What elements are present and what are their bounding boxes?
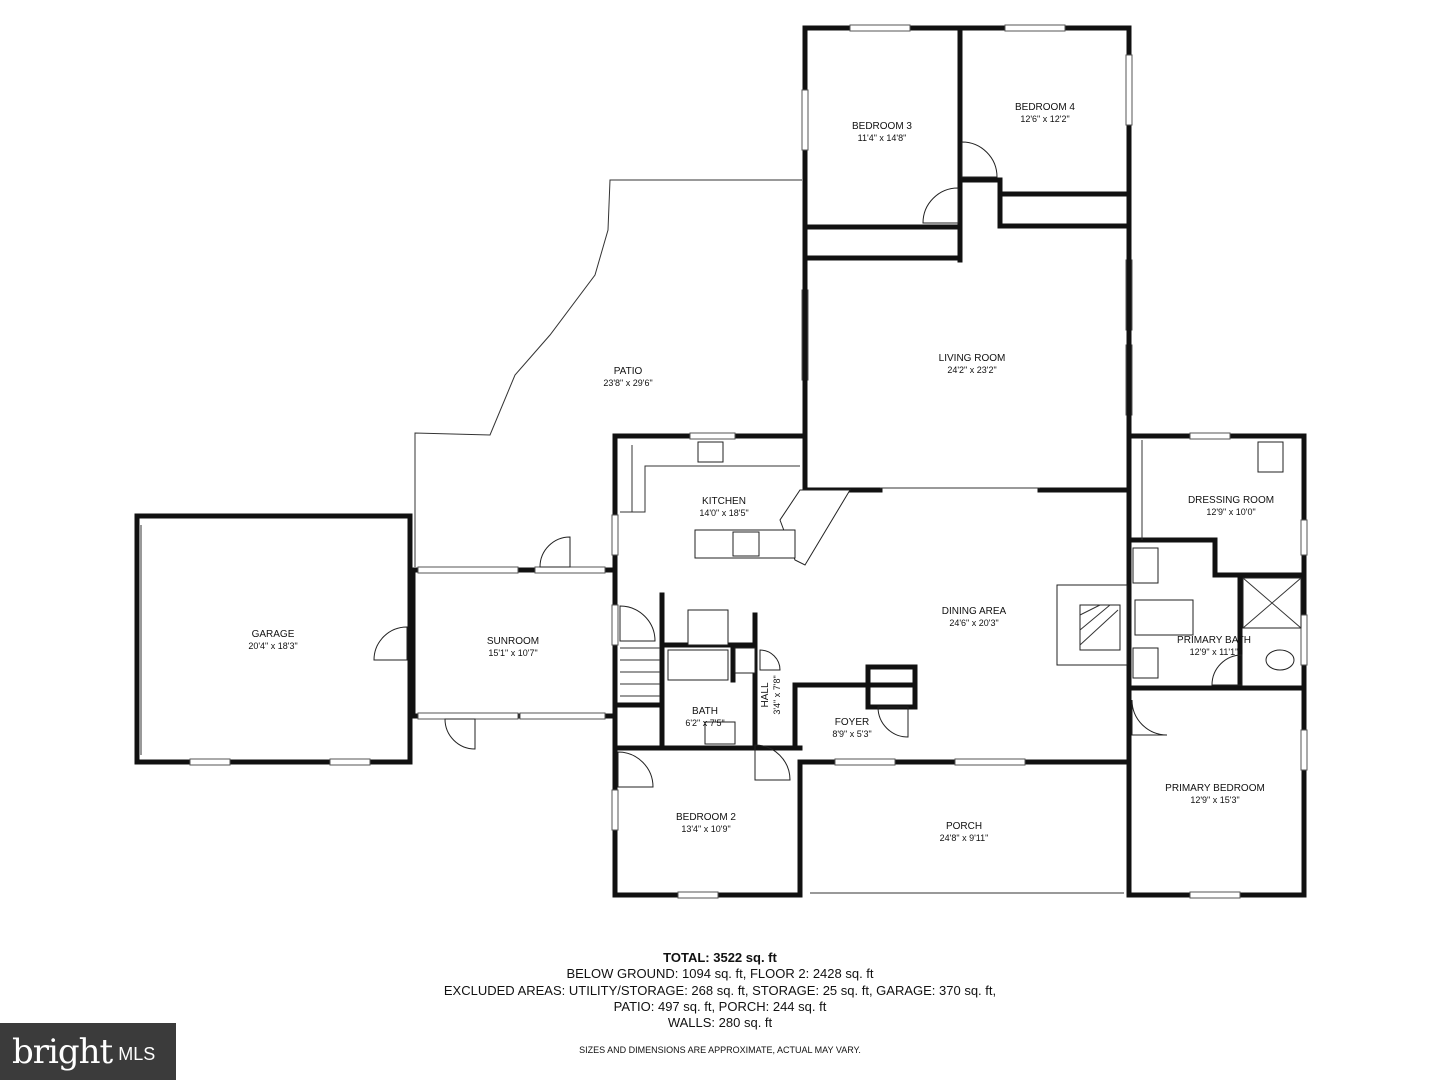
garage-dim: 20'4" x 18'3" xyxy=(248,641,297,651)
foyer-name: FOYER xyxy=(835,717,869,728)
patio-name: PATIO xyxy=(614,366,643,377)
stair-area xyxy=(612,592,665,751)
main-block-windows xyxy=(611,432,1308,899)
living-dim: 24'2" x 23'2" xyxy=(947,365,996,375)
bath-name: BATH xyxy=(692,706,718,717)
dressing-dim: 12'9" x 10'0" xyxy=(1206,507,1255,517)
foyer-dim: 8'9" x 5'3" xyxy=(832,729,871,739)
bedroom-wing-doors xyxy=(922,141,998,224)
area-line-4: WALLS: 280 sq. ft xyxy=(667,1015,773,1030)
primary-bedroom-name: PRIMARY BEDROOM xyxy=(1165,783,1265,794)
bedroom2-name: BEDROOM 2 xyxy=(676,812,736,823)
dining-name: DINING AREA xyxy=(942,606,1007,617)
bedroom3-dim: 11'4" x 14'8" xyxy=(858,133,907,143)
area-line-1: BELOW GROUND: 1094 sq. ft, FLOOR 2: 2428… xyxy=(566,966,874,981)
sunroom-dim: 15'1" x 10'7" xyxy=(488,648,537,658)
patio-outline xyxy=(414,179,802,567)
bedroom4-name: BEDROOM 4 xyxy=(1015,102,1075,113)
porch-name: PORCH xyxy=(946,821,982,832)
area-line-2: EXCLUDED AREAS: UTILITY/STORAGE: 268 sq.… xyxy=(443,983,997,998)
bedroom4-dim: 12'6" x 12'2" xyxy=(1020,114,1069,124)
logo-mls: MLS xyxy=(118,1044,156,1064)
primary-suite-walls xyxy=(1126,440,1307,736)
garage-name: GARAGE xyxy=(252,629,295,640)
hall-dim: 3'4" x 7'8" xyxy=(772,675,782,714)
foyer-walls xyxy=(792,664,918,751)
disclaimer-note: SIZES AND DIMENSIONS ARE APPROXIMATE, AC… xyxy=(579,1045,861,1055)
sunroom-name: SUNROOM xyxy=(487,636,539,647)
bath-hall-walls xyxy=(659,609,791,781)
total-area: TOTAL: 3522 sq. ft xyxy=(663,950,777,965)
porch-dim: 24'8" x 9'11" xyxy=(940,833,989,843)
primary-bath-dim: 12'9" x 11'1" xyxy=(1190,647,1239,657)
hall-name: HALL xyxy=(760,682,771,707)
dining-dim: 24'6" x 20'3" xyxy=(949,618,998,628)
primary-bedroom-dim: 12'9" x 15'3" xyxy=(1190,795,1239,805)
patio-dim: 23'8" x 29'6" xyxy=(603,378,652,388)
primary-bath-name: PRIMARY BATH xyxy=(1177,635,1251,646)
living-name: LIVING ROOM xyxy=(939,353,1006,364)
bedroom3-name: BEDROOM 3 xyxy=(852,121,912,132)
dressing-name: DRESSING ROOM xyxy=(1188,495,1274,506)
kitchen-name: KITCHEN xyxy=(702,496,746,507)
kitchen-counters xyxy=(620,441,851,566)
bath-dim: 6'2" x 7'5" xyxy=(685,718,724,728)
fireplace xyxy=(1056,584,1128,666)
bedroom2-doors xyxy=(617,751,654,788)
garage-walls xyxy=(134,513,413,766)
sunroom-walls xyxy=(410,536,615,750)
kitchen-dim: 14'0" x 18'5" xyxy=(699,508,748,518)
area-line-3: PATIO: 497 sq. ft, PORCH: 244 sq. ft xyxy=(613,999,827,1014)
bedroom-wing-walls xyxy=(802,25,1132,263)
bright-mls-logo: bright MLS xyxy=(0,1023,176,1080)
room-labels: BEDROOM 3 11'4" x 14'8" BEDROOM 4 12'6" … xyxy=(248,102,1274,843)
logo-wordmark: bright xyxy=(12,1031,113,1072)
bedroom2-dim: 13'4" x 10'9" xyxy=(681,824,730,834)
